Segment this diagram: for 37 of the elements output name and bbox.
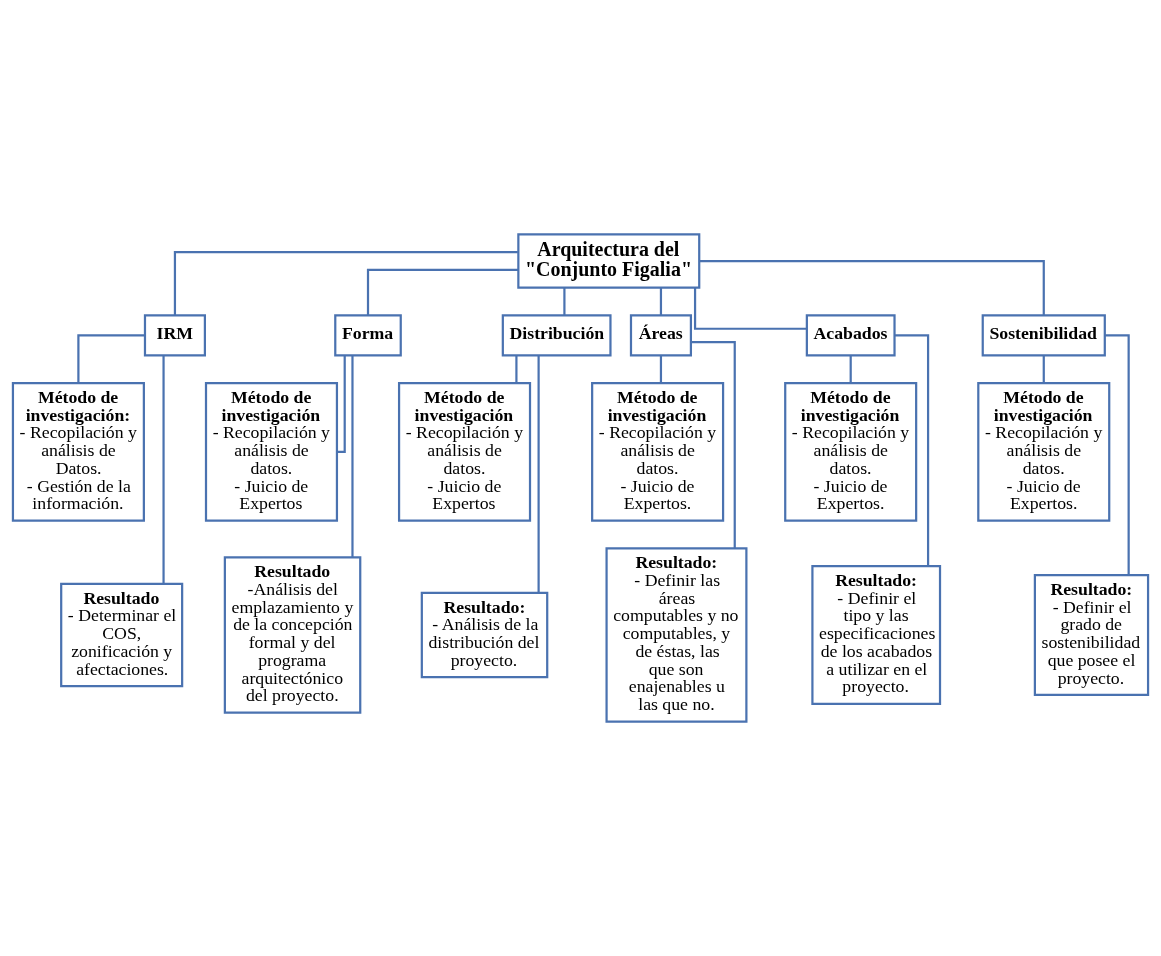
- connector: [351, 355, 354, 558]
- node-box: Resultado: - Análisis de la distribución del proyecto.: [420, 591, 549, 679]
- connector: [659, 355, 663, 383]
- node-box: Método de investigación - Recopilación y análisis de datos. - Juicio de Expertos: [204, 382, 339, 522]
- node-box: Método de investigación - Recopilación y análisis de datos. - Juicio de Expertos.: [784, 382, 918, 522]
- connector: [515, 355, 518, 383]
- connector: [894, 334, 930, 566]
- connector: [699, 259, 1045, 316]
- connector: [690, 340, 736, 549]
- connector: [77, 334, 145, 383]
- node-box: Resultado: - Definir el tipo y las especificaciones de los acabados a utilizar en el proyecto.: [811, 565, 942, 705]
- connector: [366, 268, 519, 316]
- connector: [563, 287, 566, 316]
- connector: [537, 355, 540, 593]
- node-box: Método de investigación - Recopilación y análisis de datos. - Juicio de Expertos.: [591, 382, 725, 522]
- node-box: Distribución: [501, 314, 612, 357]
- connector: [659, 287, 663, 316]
- connector: [173, 251, 518, 316]
- node-box: Forma: [334, 314, 402, 357]
- node-box: Método de investigación - Recopilación y análisis de datos. - Juicio de Expertos: [397, 382, 532, 522]
- node-box: Resultado: - Definir las áreas computables y no computables, y de éstas, las que son enajenables u las que no.: [605, 547, 748, 723]
- node-box: Método de investigación: - Recopilación y análisis de Datos. - Gestión de la información.: [11, 382, 145, 522]
- connector: [337, 355, 346, 454]
- connector: [1105, 334, 1130, 575]
- node-box: Resultado - Determinar el COS, zonificación y afectaciones.: [60, 582, 184, 688]
- node-box: Áreas: [629, 314, 692, 357]
- node-box: IRM: [143, 314, 206, 357]
- connector: [693, 287, 807, 330]
- node-box: Acabados: [805, 314, 896, 357]
- connector: [849, 355, 852, 383]
- node-box: Arquitectura del "Conjunto Figalia": [517, 233, 701, 289]
- node-box: Sostenibilidad: [981, 314, 1106, 357]
- node-box: Método de investigación - Recopilación y análisis de datos. - Juicio de Expertos.: [977, 382, 1111, 522]
- connector: [162, 355, 165, 584]
- node-box: Resultado -Análisis del emplazamiento y de la concepción formal y del programa arquitectónico del proyecto.: [223, 556, 362, 714]
- node-box: Resultado: - Definir el grado de sostenibilidad que posee el proyecto.: [1033, 574, 1150, 697]
- connector: [1042, 355, 1045, 383]
